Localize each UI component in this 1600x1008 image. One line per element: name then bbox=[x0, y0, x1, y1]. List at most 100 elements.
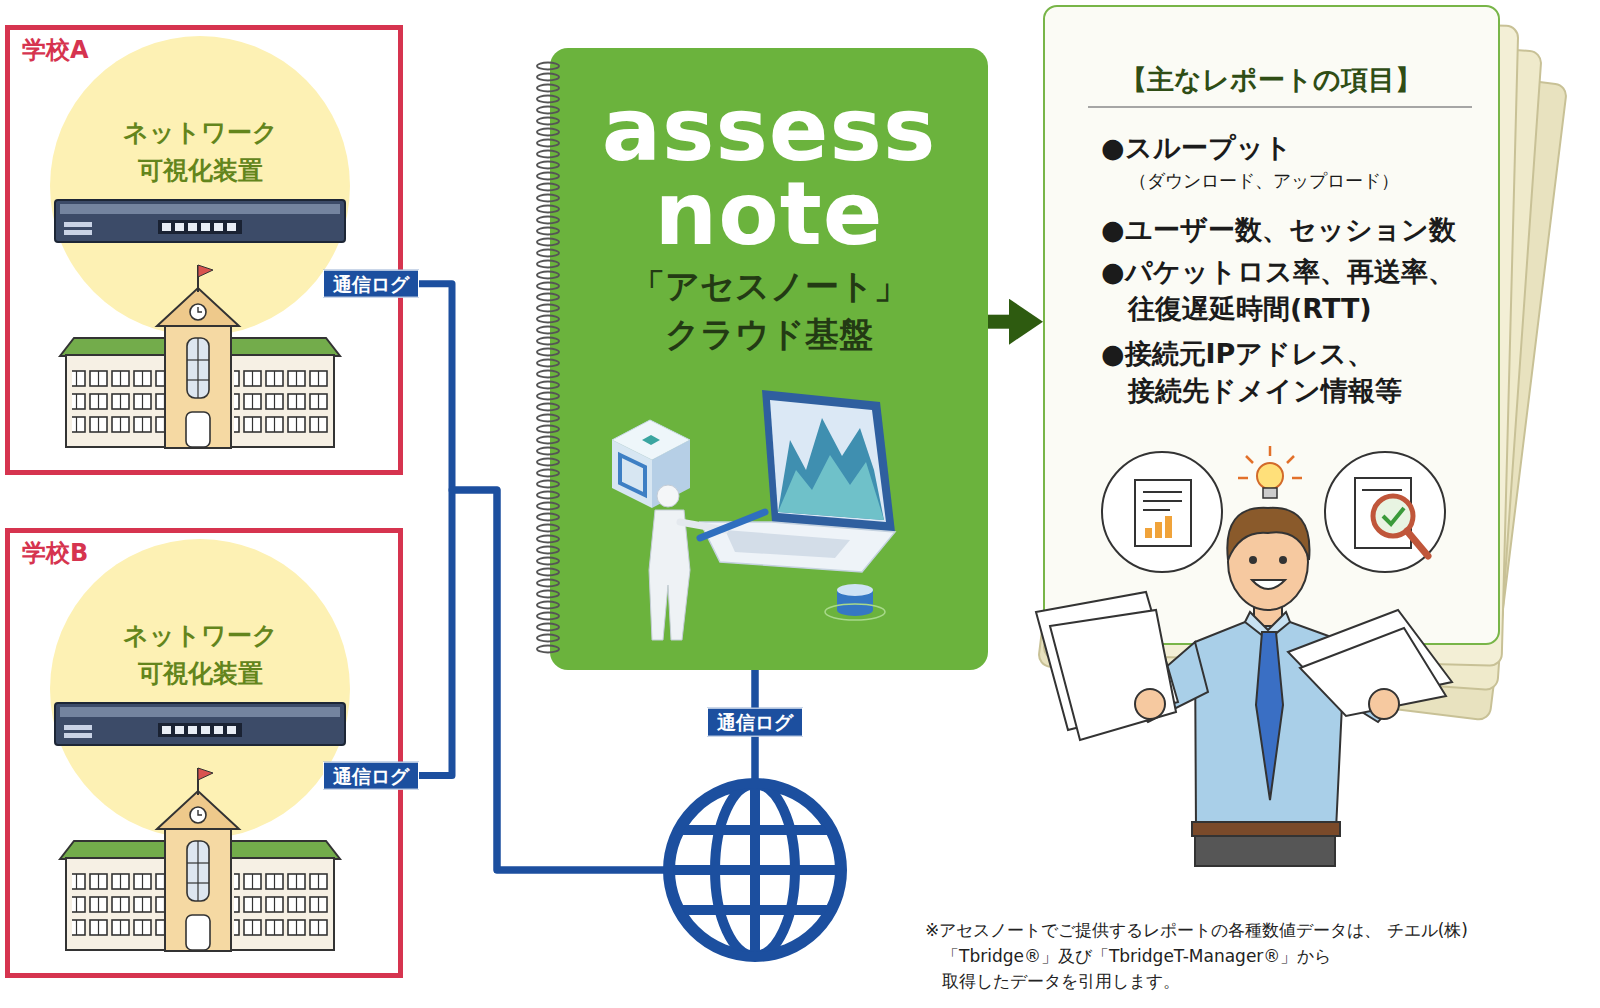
cloud-illustration-part bbox=[770, 400, 886, 522]
spiral-ring bbox=[537, 624, 559, 631]
spiral-ring bbox=[537, 591, 559, 598]
notebook-spiral bbox=[537, 63, 559, 653]
spiral-ring bbox=[537, 514, 559, 521]
report-icons-part bbox=[1143, 491, 1182, 493]
report-item: ●スループット bbox=[1101, 129, 1481, 166]
cloud-notebook: assess note「アセスノート」 クラウド基盤 bbox=[550, 48, 988, 670]
report-icons-part bbox=[1155, 522, 1162, 538]
product-subtitle: 「アセスノート」 クラウド基盤 bbox=[550, 263, 988, 358]
product-logo: assess note bbox=[550, 88, 988, 255]
report-heading: 【主なレポートの項目】 bbox=[1045, 62, 1497, 97]
spiral-ring bbox=[537, 129, 559, 136]
spiral-ring bbox=[537, 173, 559, 180]
spiral-ring bbox=[537, 503, 559, 510]
cloud-illustration-part bbox=[778, 455, 884, 520]
heading-rule bbox=[1088, 106, 1472, 108]
spiral-ring bbox=[537, 569, 559, 576]
spiral-ring bbox=[537, 525, 559, 532]
spiral-ring bbox=[537, 349, 559, 356]
spiral-ring bbox=[537, 646, 559, 653]
spiral-ring bbox=[537, 239, 559, 246]
report-icons-part bbox=[1165, 516, 1172, 538]
man-illustration-part bbox=[1280, 557, 1286, 563]
report-icons-part bbox=[1292, 477, 1302, 480]
man-illustration-part bbox=[1227, 508, 1309, 560]
cloud-illustration-part bbox=[700, 512, 765, 538]
spiral-ring bbox=[537, 206, 559, 213]
spiral-ring bbox=[537, 250, 559, 257]
cloud-illustration-part bbox=[652, 440, 690, 508]
spiral-ring bbox=[537, 162, 559, 169]
cloud-illustration-part bbox=[642, 435, 660, 445]
man-illustration-part bbox=[1195, 836, 1335, 866]
spiral-ring bbox=[537, 327, 559, 334]
cloud-illustration-part bbox=[778, 418, 884, 520]
report-icons-part bbox=[1143, 500, 1182, 502]
report-icons-part bbox=[1269, 446, 1272, 456]
spiral-ring bbox=[537, 305, 559, 312]
school-name: 学校B bbox=[22, 539, 162, 568]
spiral-ring bbox=[537, 382, 559, 389]
spiral-ring bbox=[537, 294, 559, 301]
spiral-ring bbox=[537, 415, 559, 422]
spiral-ring bbox=[537, 338, 559, 345]
device-label: ネットワーク 可視化装置 bbox=[100, 617, 300, 692]
spiral-ring bbox=[537, 184, 559, 191]
spiral-ring bbox=[537, 217, 559, 224]
globe-icon-part-part bbox=[660, 865, 850, 875]
globe-icon-part-part bbox=[660, 905, 850, 915]
spiral-ring bbox=[537, 371, 559, 378]
spiral-ring bbox=[537, 96, 559, 103]
spiral-ring bbox=[537, 85, 559, 92]
man-illustration-part bbox=[1050, 610, 1176, 740]
spiral-ring bbox=[537, 360, 559, 367]
man-illustration-part bbox=[1369, 689, 1399, 719]
report-item: ●接続元IPアドレス、 接続先ドメイン情報等 bbox=[1101, 335, 1481, 410]
report-icons-part bbox=[1145, 528, 1152, 538]
spiral-ring bbox=[537, 195, 559, 202]
spiral-ring bbox=[537, 272, 559, 279]
school-a-illustration-part bbox=[60, 265, 340, 448]
spiral-ring bbox=[537, 316, 559, 323]
spiral-ring bbox=[537, 459, 559, 466]
spiral-ring bbox=[537, 580, 559, 587]
spiral-ring bbox=[537, 404, 559, 411]
report-icons-part bbox=[1287, 456, 1294, 463]
spiral-ring bbox=[537, 283, 559, 290]
spiral-ring bbox=[537, 613, 559, 620]
cloud-illustration-part bbox=[825, 604, 885, 620]
flow-arrow bbox=[988, 315, 1013, 329]
cloud-illustration-part bbox=[762, 390, 895, 532]
spiral-ring bbox=[537, 426, 559, 433]
report-item: ●ユーザー数、セッション数 bbox=[1101, 211, 1481, 248]
log-label: 通信ログ bbox=[323, 761, 419, 790]
footnote: ※アセスノートでご提供するレポートの各種数値データは、 チエル(株)「Tbrid… bbox=[925, 918, 1545, 995]
spiral-ring bbox=[537, 547, 559, 554]
spiral-ring bbox=[537, 228, 559, 235]
man-illustration bbox=[1036, 508, 1452, 866]
report-icons-part bbox=[1238, 477, 1248, 480]
globe-icon bbox=[660, 780, 850, 960]
device-label: ネットワーク 可視化装置 bbox=[100, 114, 300, 189]
spiral-ring bbox=[537, 492, 559, 499]
man-illustration-part bbox=[1192, 822, 1340, 836]
cloud-illustration-part bbox=[620, 455, 645, 495]
cloud-illustration-part bbox=[837, 584, 873, 596]
spiral-ring bbox=[537, 448, 559, 455]
school-b-illustration bbox=[55, 703, 345, 951]
spiral-ring bbox=[537, 118, 559, 125]
spiral-ring bbox=[537, 481, 559, 488]
spiral-ring bbox=[537, 470, 559, 477]
report-icons-part bbox=[1102, 452, 1222, 572]
school-a-illustration bbox=[55, 200, 345, 448]
cloud-illustration-part bbox=[657, 485, 679, 507]
globe-icon-part-part bbox=[660, 825, 850, 835]
school-name: 学校A bbox=[22, 36, 162, 65]
man-illustration-part bbox=[1135, 689, 1165, 719]
report-icons-part bbox=[1246, 456, 1253, 463]
report-icons-part bbox=[1362, 489, 1402, 491]
log-label: 通信ログ bbox=[323, 269, 419, 298]
report-subitem: （ダウンロード、アップロード） bbox=[1129, 169, 1469, 192]
spiral-ring bbox=[537, 602, 559, 609]
spiral-ring bbox=[537, 74, 559, 81]
